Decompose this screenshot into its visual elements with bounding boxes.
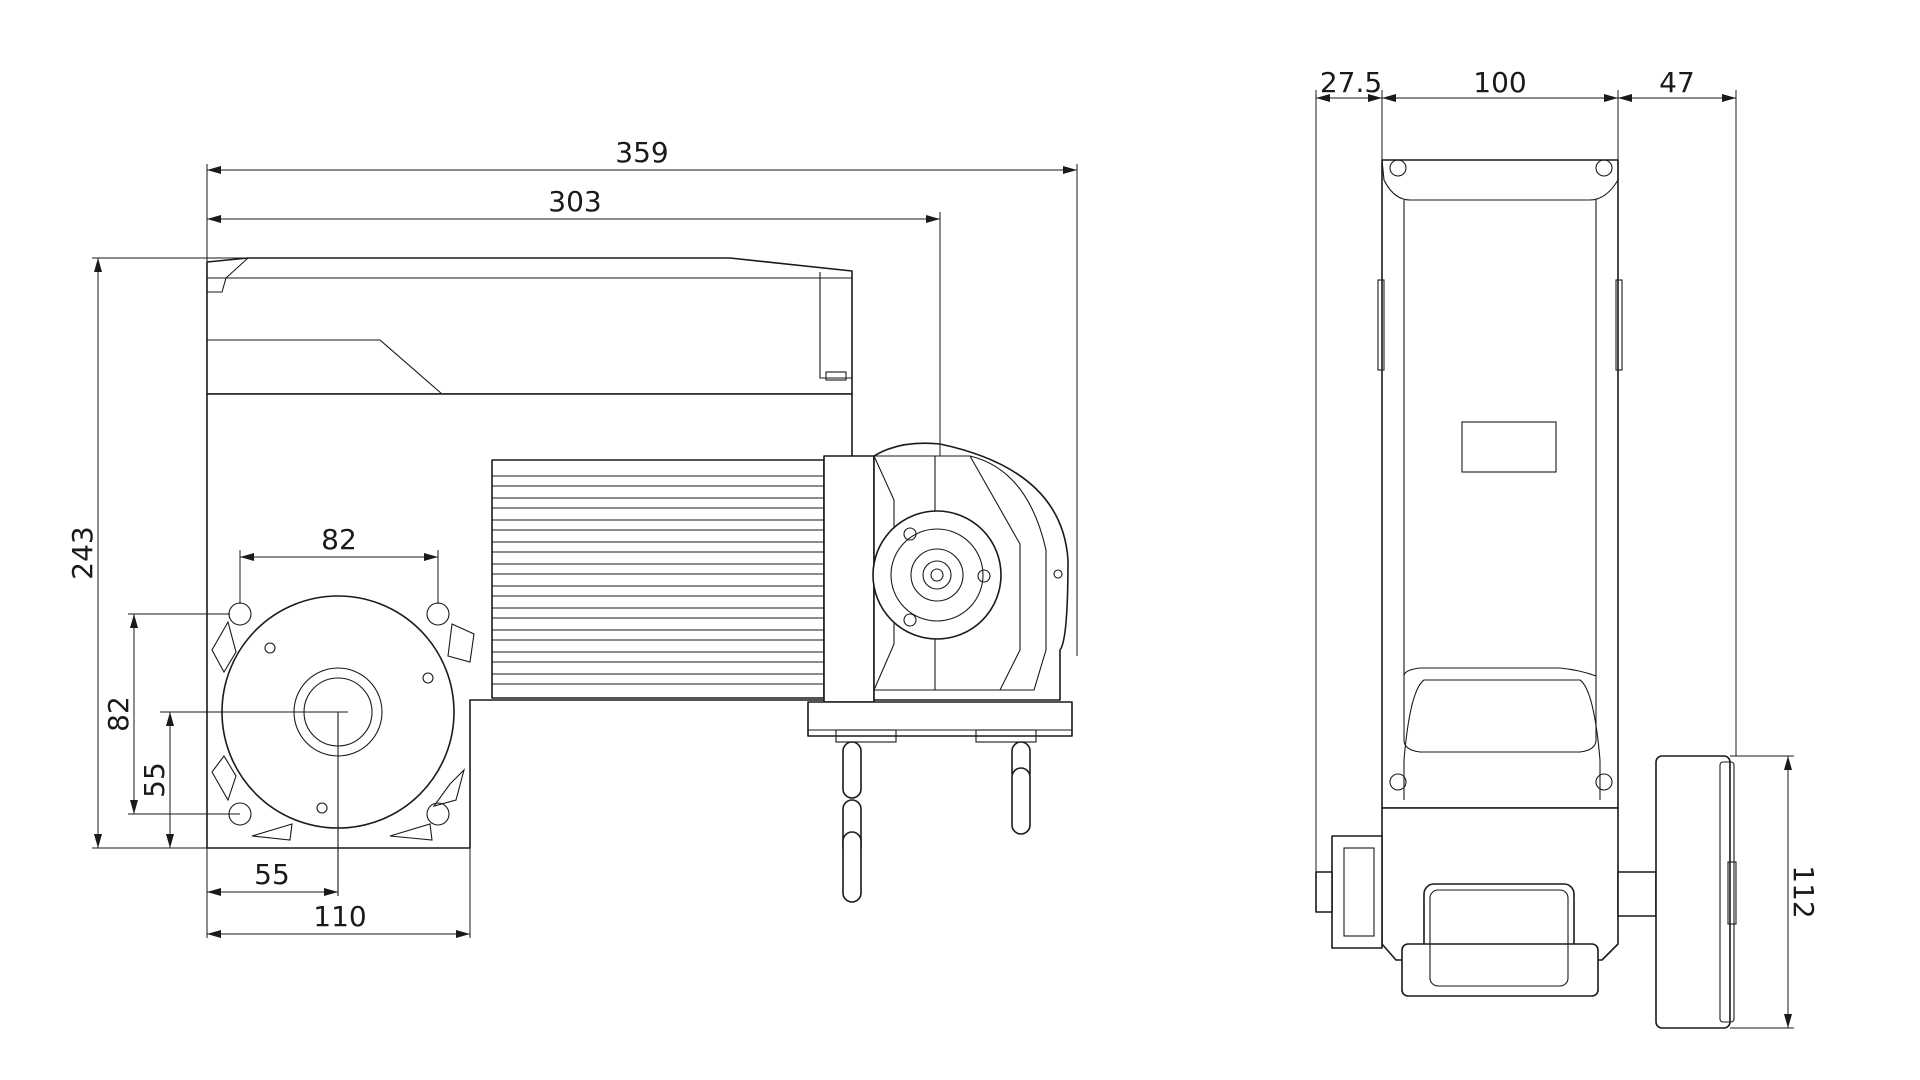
dim-flange-hole-span-v: 82 [102,613,230,815]
output-gear-shaft [930,568,944,582]
brake-housing-wedge2 [969,455,1021,691]
side-handwheel-disc [1655,755,1731,1029]
flange-screw-3 [316,802,328,814]
side-left-tab [1377,279,1385,371]
dim-front-overall-width: 359 [206,136,1078,656]
dim-text-303: 303 [548,185,601,218]
side-body-top-cap [1381,159,1619,201]
side-screw-tr [1595,159,1613,177]
dim-side-left-offset: 27.5 [1315,66,1383,912]
gear-bolt-1 [903,527,917,541]
dim-text-55-h: 55 [254,858,290,891]
side-view: 27.5 100 47 112 [1315,66,1820,1029]
dim-front-motor-width: 303 [207,185,941,456]
flange-screw-2 [422,672,434,684]
side-shaft-nut [1315,871,1333,913]
dim-text-359: 359 [615,136,668,169]
dim-side-handwheel-diameter: 112 [1730,755,1820,1029]
front-view: 359 303 243 82 [66,136,1078,938]
dim-text-27-5: 27.5 [1320,66,1382,99]
gear-bolt-2 [977,569,991,583]
side-handwheel-rim [1719,761,1735,1023]
flange-rib-br [432,768,466,807]
hand-chain-left [842,741,862,903]
side-shaft-stub-inner [1343,847,1375,937]
side-motor-body [1381,159,1619,809]
dim-flange-width: 110 [207,848,471,938]
output-gear-ring [890,528,984,622]
dim-shaft-offset: 55 [206,848,338,938]
gearbox-cap [823,455,875,703]
flange-rib-tl [211,620,237,674]
brake-housing-inner [874,455,1047,691]
side-handwheel-shaft [1617,871,1657,917]
brake-housing-pin [1053,569,1063,579]
flange-screw-1 [264,642,276,654]
side-gearbox-foot [1401,943,1599,997]
cover-right-post [819,272,852,379]
dim-text-47: 47 [1659,66,1695,99]
side-handwheel-hub [1727,861,1737,925]
hand-chain-right [1011,741,1031,835]
flange-rib-bottom [251,823,293,841]
gear-bolt-3 [903,613,917,627]
dim-flange-hole-span-h: 82 [239,523,439,604]
flange-rib-tr [447,623,475,663]
output-gear-bore [922,560,952,590]
flange-mount-hole-br [426,802,450,826]
dim-front-height: 243 [66,257,248,849]
base-bolt-left [835,729,897,743]
dim-side-body-width: 100 [1382,66,1619,160]
side-right-tab [1615,279,1623,371]
output-gear-hub [910,548,964,602]
cover-step-line [207,339,443,395]
side-screw-br [1595,773,1613,791]
dim-text-55-v: 55 [138,762,171,798]
cooling-fins [492,475,824,685]
side-body-bottom-cap [1403,667,1597,753]
dim-text-110: 110 [313,900,366,933]
side-body-lower-curve [1403,679,1601,800]
dim-text-112: 112 [1787,865,1820,918]
mounting-base-plate [807,701,1073,737]
base-bolt-right [975,729,1037,743]
dim-text-100: 100 [1473,66,1526,99]
side-screw-tl [1389,159,1407,177]
dim-side-handwheel-offset: 47 [1618,66,1737,756]
cover-left-notch [207,257,249,293]
dim-text-82-h: 82 [321,523,357,556]
flange-rib-bottom2 [389,823,433,841]
dim-text-82-v: 82 [102,696,135,732]
side-nameplate [1461,421,1557,473]
dim-text-243: 243 [66,526,99,579]
cover-right-clip [825,371,847,381]
side-screw-bl [1389,773,1407,791]
dim-shaft-height: 55 [138,711,176,849]
output-gear-outer [872,510,1002,640]
flange-rib-bl [211,755,237,802]
side-gearbox-window-inner [1429,889,1569,987]
